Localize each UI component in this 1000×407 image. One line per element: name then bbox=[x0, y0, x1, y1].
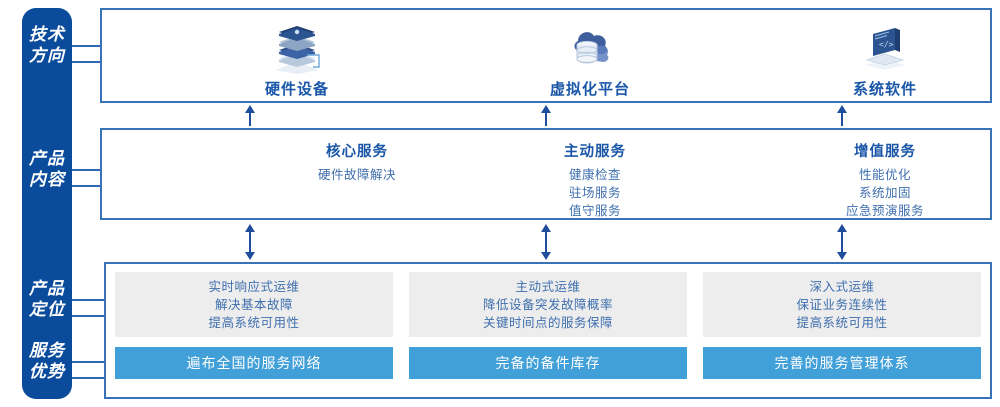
svg-text:</>: </> bbox=[879, 40, 894, 49]
position-item-2-2: 降低设备突发故障概率 bbox=[482, 297, 613, 312]
position-card-1: 实时响应式运维 解决基本故障 提高系统可用性 bbox=[115, 272, 393, 337]
connector-advantage-upper bbox=[72, 361, 106, 363]
position-item-1-2: 解决基本故障 bbox=[214, 297, 293, 312]
position-card-2: 主动式运维 降低设备突发故障概率 关键时间点的服务保障 bbox=[409, 272, 687, 337]
left-rail bbox=[22, 8, 72, 399]
connector-position-upper bbox=[72, 299, 106, 301]
content-item-proactive-1: 健康检查 bbox=[568, 168, 621, 182]
position-column-2[interactable]: 主动式运维 降低设备突发故障概率 关键时间点的服务保障 完备的备件库存 bbox=[409, 272, 687, 379]
content-item-core-1: 硬件故障解决 bbox=[317, 168, 396, 182]
content-title-valueadd: 增值服务 bbox=[854, 144, 916, 160]
arrow-up-virtualization bbox=[539, 105, 553, 126]
cloud-database-icon bbox=[560, 22, 620, 74]
arrow-bidirectional-column-3 bbox=[835, 224, 849, 260]
rail-label-position-line1: 产品 bbox=[29, 279, 65, 298]
rail-label-content: 产品 内容 bbox=[22, 148, 72, 190]
content-item-valueadd-2: 系统加固 bbox=[858, 186, 911, 200]
server-stack-icon bbox=[267, 22, 327, 74]
position-item-1-3: 提高系统可用性 bbox=[208, 315, 300, 330]
content-column-valueadd[interactable]: 增值服务 性能优化 系统加固 应急预演服务 bbox=[775, 130, 995, 222]
advantage-bar-3[interactable]: 完善的服务管理体系 bbox=[703, 347, 981, 379]
content-title-core: 核心服务 bbox=[326, 144, 388, 160]
arrow-up-hardware bbox=[243, 105, 257, 126]
connector-position-lower bbox=[72, 315, 106, 317]
tech-label-system-software: 系统软件 bbox=[852, 81, 917, 98]
position-column-3[interactable]: 深入式运维 保证业务连续性 提高系统可用性 完善的服务管理体系 bbox=[703, 272, 981, 379]
advantage-bar-2[interactable]: 完备的备件库存 bbox=[409, 347, 687, 379]
content-item-proactive-3: 值守服务 bbox=[568, 204, 621, 218]
tech-label-virtualization: 虚拟化平台 bbox=[549, 81, 630, 98]
advantage-bar-1[interactable]: 遍布全国的服务网络 bbox=[115, 347, 393, 379]
rail-label-tech-line1: 技术 bbox=[29, 25, 65, 44]
tech-direction-box: 硬件设备 虚拟化平台 bbox=[100, 8, 992, 103]
rail-label-tech: 技术 方向 bbox=[22, 24, 72, 66]
content-item-valueadd-3: 应急预演服务 bbox=[845, 204, 924, 218]
connector-advantage-lower bbox=[72, 377, 106, 379]
content-column-core[interactable]: 核心服务 硬件故障解决 bbox=[247, 130, 467, 222]
arrow-bidirectional-column-1 bbox=[243, 224, 257, 260]
position-column-1[interactable]: 实时响应式运维 解决基本故障 提高系统可用性 遍布全国的服务网络 bbox=[115, 272, 393, 379]
content-item-valueadd-1: 性能优化 bbox=[858, 168, 911, 182]
tech-column-system-software[interactable]: </> 系统软件 bbox=[780, 10, 990, 105]
rail-label-advantage-line1: 服务 bbox=[29, 341, 65, 360]
connector-tech-lower bbox=[72, 61, 102, 63]
position-card-3: 深入式运维 保证业务连续性 提高系统可用性 bbox=[703, 272, 981, 337]
rail-label-content-line2: 内容 bbox=[29, 170, 65, 189]
content-title-proactive: 主动服务 bbox=[564, 144, 626, 160]
content-item-proactive-2: 驻场服务 bbox=[568, 186, 621, 200]
rail-label-position-line2: 定位 bbox=[29, 300, 65, 319]
product-content-box: 核心服务 硬件故障解决 主动服务 健康检查 驻场服务 值守服务 增值服务 性能优… bbox=[100, 128, 992, 220]
position-item-2-3: 关键时间点的服务保障 bbox=[482, 315, 613, 330]
arrow-bidirectional-column-2 bbox=[539, 224, 553, 260]
connector-tech-upper bbox=[72, 45, 102, 47]
rail-label-position: 产品 定位 bbox=[22, 278, 72, 320]
rail-label-advantage-line2: 优势 bbox=[29, 362, 65, 381]
position-item-2-1: 主动式运维 bbox=[515, 279, 581, 294]
content-column-proactive[interactable]: 主动服务 健康检查 驻场服务 值守服务 bbox=[485, 130, 705, 222]
position-item-3-2: 保证业务连续性 bbox=[796, 297, 888, 312]
rail-label-advantage: 服务 优势 bbox=[22, 340, 72, 382]
connector-content-upper bbox=[72, 169, 102, 171]
tech-column-virtualization[interactable]: 虚拟化平台 bbox=[485, 10, 695, 105]
position-item-3-1: 深入式运维 bbox=[809, 279, 875, 294]
arrow-up-system-software bbox=[835, 105, 849, 126]
product-position-box: 实时响应式运维 解决基本故障 提高系统可用性 遍布全国的服务网络 主动式运维 降… bbox=[104, 262, 992, 399]
laptop-code-icon: </> bbox=[855, 22, 915, 74]
tech-label-hardware: 硬件设备 bbox=[264, 81, 329, 98]
position-item-3-3: 提高系统可用性 bbox=[796, 315, 888, 330]
position-item-1-1: 实时响应式运维 bbox=[208, 279, 300, 294]
tech-column-hardware[interactable]: 硬件设备 bbox=[192, 10, 402, 105]
connector-content-lower bbox=[72, 185, 102, 187]
rail-label-tech-line2: 方向 bbox=[29, 46, 65, 65]
rail-label-content-line1: 产品 bbox=[29, 149, 65, 168]
